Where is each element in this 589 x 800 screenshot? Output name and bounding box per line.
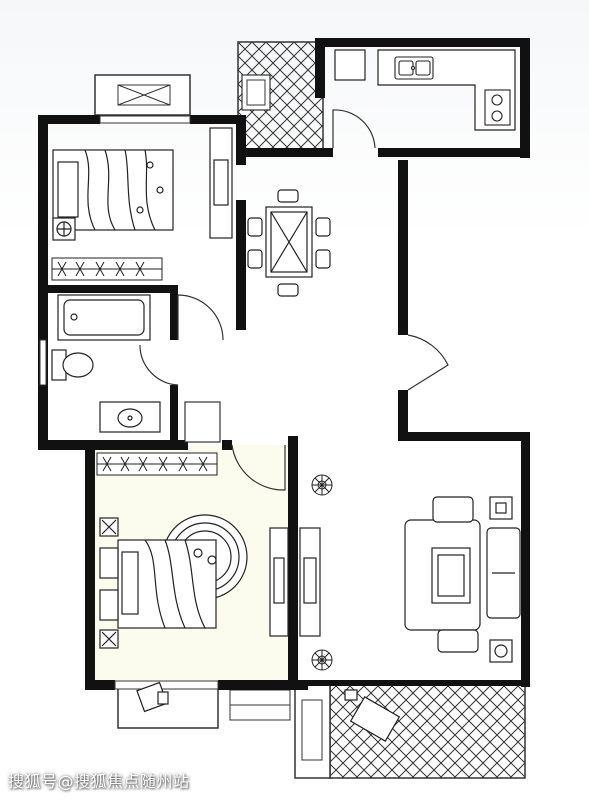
bed-icon (117, 539, 217, 629)
balcony-top-center (237, 41, 324, 153)
washbasin-icon (99, 401, 161, 433)
nightstand-icon (52, 217, 76, 241)
balcony-chair-icon (344, 689, 401, 742)
tv-cabinet-icon (299, 527, 321, 637)
tv-cabinet-icon (209, 127, 233, 239)
plant-icon (311, 474, 333, 671)
windows (39, 115, 219, 690)
door-icon (139, 344, 179, 386)
armchair-icon (136, 681, 169, 713)
bed-icon (52, 149, 174, 231)
balcony-bottom-left (117, 682, 291, 729)
toilet-icon (51, 349, 94, 381)
tv-cabinet-icon (269, 527, 289, 637)
door-icon (407, 334, 449, 391)
wardrobe-icon (51, 257, 163, 281)
doors (139, 109, 449, 491)
walls (38, 38, 530, 690)
wardrobe-icon (96, 452, 218, 476)
closet-nook (184, 401, 221, 443)
side-table-icon (489, 496, 513, 663)
sofa-icon (404, 496, 521, 653)
door-icon (332, 109, 376, 149)
watermark: 搜狐号@搜狐焦点随州站 (8, 772, 190, 791)
kitchen-sink-icon (394, 56, 434, 80)
bathtub-icon (57, 294, 151, 341)
dining-table-icon (247, 189, 331, 297)
door-icon (231, 444, 286, 491)
balcony-top-left (94, 74, 191, 116)
nightstand-icon (99, 517, 119, 649)
balcony-bottom-right (294, 682, 526, 779)
door-icon (177, 294, 224, 341)
stove-icon (484, 89, 511, 126)
